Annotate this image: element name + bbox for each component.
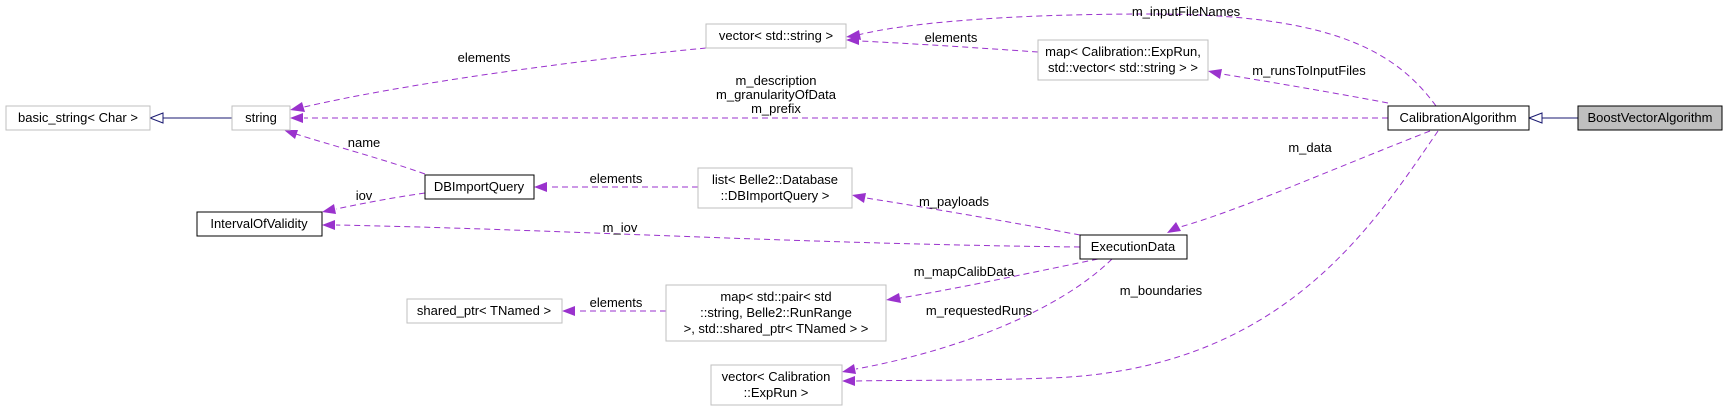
svg-text:string: string	[245, 110, 277, 125]
edge-m-boundaries: m_boundaries	[842, 130, 1439, 386]
svg-text:IntervalOfValidity: IntervalOfValidity	[210, 216, 308, 231]
edge-m-data: m_data	[1167, 130, 1431, 233]
edge-name: name	[284, 130, 426, 175]
node-calibration-algorithm[interactable]: CalibrationAlgorithm	[1387, 105, 1530, 131]
node-boost-vector-algorithm[interactable]: BoostVectorAlgorithm	[1577, 105, 1723, 131]
arrowhead-icon	[842, 364, 856, 374]
arrowhead-icon	[846, 35, 859, 45]
edge-label-m-payloads: m_payloads	[919, 194, 990, 209]
edge-label-name: name	[348, 135, 381, 150]
arrowhead-icon	[322, 220, 335, 230]
arrowhead-icon	[1167, 222, 1181, 233]
node-interval-of-validity[interactable]: IntervalOfValidity	[196, 211, 323, 237]
node-map-exprun[interactable]: map< Calibration::ExpRun, std::vector< s…	[1037, 39, 1209, 81]
svg-text:::ExpRun >: ::ExpRun >	[744, 385, 809, 400]
arrowhead-icon	[290, 102, 305, 112]
node-vector-calibration[interactable]: vector< Calibration ::ExpRun >	[710, 364, 843, 406]
edge-m-description: m_description m_granularityOfData m_pref…	[290, 73, 1388, 123]
node-db-import-query[interactable]: DBImportQuery	[424, 174, 535, 200]
edge-label-elements: elements	[925, 30, 978, 45]
edge-m-iov: m_iov	[322, 220, 1081, 248]
arrowhead-icon	[290, 113, 303, 123]
edge-label-m-iov: m_iov	[603, 220, 638, 235]
edge-label-m-prefix: m_prefix	[751, 101, 801, 116]
edge-iov: iov	[322, 188, 426, 214]
arrowhead-icon	[148, 112, 164, 124]
arrowhead-icon	[322, 204, 336, 214]
svg-text:shared_ptr< TNamed >: shared_ptr< TNamed >	[417, 303, 551, 318]
edge-string-inherits-basic-string	[148, 112, 232, 124]
svg-text:ExecutionData: ExecutionData	[1091, 239, 1176, 254]
edge-boost-inherits-calibration	[1527, 112, 1578, 124]
svg-text:list< Belle2::Database: list< Belle2::Database	[712, 172, 838, 187]
node-execution-data[interactable]: ExecutionData	[1079, 234, 1188, 260]
edge-label-m-boundaries: m_boundaries	[1120, 283, 1203, 298]
arrowhead-icon	[1208, 69, 1222, 79]
edge-list-elements: elements	[534, 171, 698, 192]
edge-label-m-requestedruns: m_requestedRuns	[926, 303, 1033, 318]
svg-text:map< std::pair< std: map< std::pair< std	[720, 289, 831, 304]
edge-label-iov: iov	[356, 188, 373, 203]
svg-text:>, std::shared_ptr< TNamed > >: >, std::shared_ptr< TNamed > >	[684, 321, 869, 336]
node-map-pair[interactable]: map< std::pair< std ::string, Belle2::Ru…	[665, 284, 887, 342]
arrowhead-icon	[284, 130, 298, 139]
edge-label-m-data: m_data	[1288, 140, 1332, 155]
svg-text:BoostVectorAlgorithm: BoostVectorAlgorithm	[1587, 110, 1712, 125]
svg-text:std::vector< std::string > >: std::vector< std::string > >	[1048, 60, 1198, 75]
node-shared-ptr[interactable]: shared_ptr< TNamed >	[406, 298, 563, 324]
node-vector-string[interactable]: vector< std::string >	[705, 23, 847, 49]
svg-text:::DBImportQuery >: ::DBImportQuery >	[721, 188, 830, 203]
arrowhead-icon	[534, 182, 547, 192]
arrowhead-icon	[1527, 112, 1543, 124]
edge-label-m-inputfilenames: m_inputFileNames	[1132, 4, 1241, 19]
edge-m-mapcalibdata: m_mapCalibData	[886, 258, 1099, 303]
edge-m-requestedruns: m_requestedRuns	[842, 258, 1113, 374]
edge-label-elements: elements	[458, 50, 511, 65]
svg-text:CalibrationAlgorithm: CalibrationAlgorithm	[1399, 110, 1516, 125]
arrowhead-icon	[852, 193, 866, 203]
edge-label-m-description: m_description	[736, 73, 817, 88]
svg-text:vector< std::string >: vector< std::string >	[719, 28, 833, 43]
arrowhead-icon	[886, 293, 901, 303]
edge-m-payloads: m_payloads	[852, 193, 1081, 236]
edge-map-exprun-elements: elements	[846, 30, 1039, 53]
edge-label-elements: elements	[590, 171, 643, 186]
edge-label-m-runstoinputfiles: m_runsToInputFiles	[1252, 63, 1366, 78]
edge-label-m-mapcalibdata: m_mapCalibData	[914, 264, 1015, 279]
svg-text:::string, Belle2::RunRange: ::string, Belle2::RunRange	[700, 305, 852, 320]
svg-text:map< Calibration::ExpRun,: map< Calibration::ExpRun,	[1045, 44, 1201, 59]
node-list-db[interactable]: list< Belle2::Database ::DBImportQuery >	[697, 167, 853, 209]
svg-text:vector< Calibration: vector< Calibration	[722, 369, 831, 384]
arrowhead-icon	[562, 306, 575, 316]
svg-text:basic_string< Char >: basic_string< Char >	[18, 110, 138, 125]
edge-label-elements: elements	[590, 295, 643, 310]
node-basic-string[interactable]: basic_string< Char >	[5, 105, 151, 131]
svg-text:DBImportQuery: DBImportQuery	[434, 179, 525, 194]
edge-map-pair-elements: elements	[562, 295, 666, 316]
edge-label-m-granularityofdata: m_granularityOfData	[716, 87, 837, 102]
arrowhead-icon	[842, 376, 855, 386]
edge-vector-string-elements: elements	[290, 47, 707, 112]
edge-m-runstoinputfiles: m_runsToInputFiles	[1208, 63, 1389, 104]
node-string[interactable]: string	[231, 105, 291, 131]
